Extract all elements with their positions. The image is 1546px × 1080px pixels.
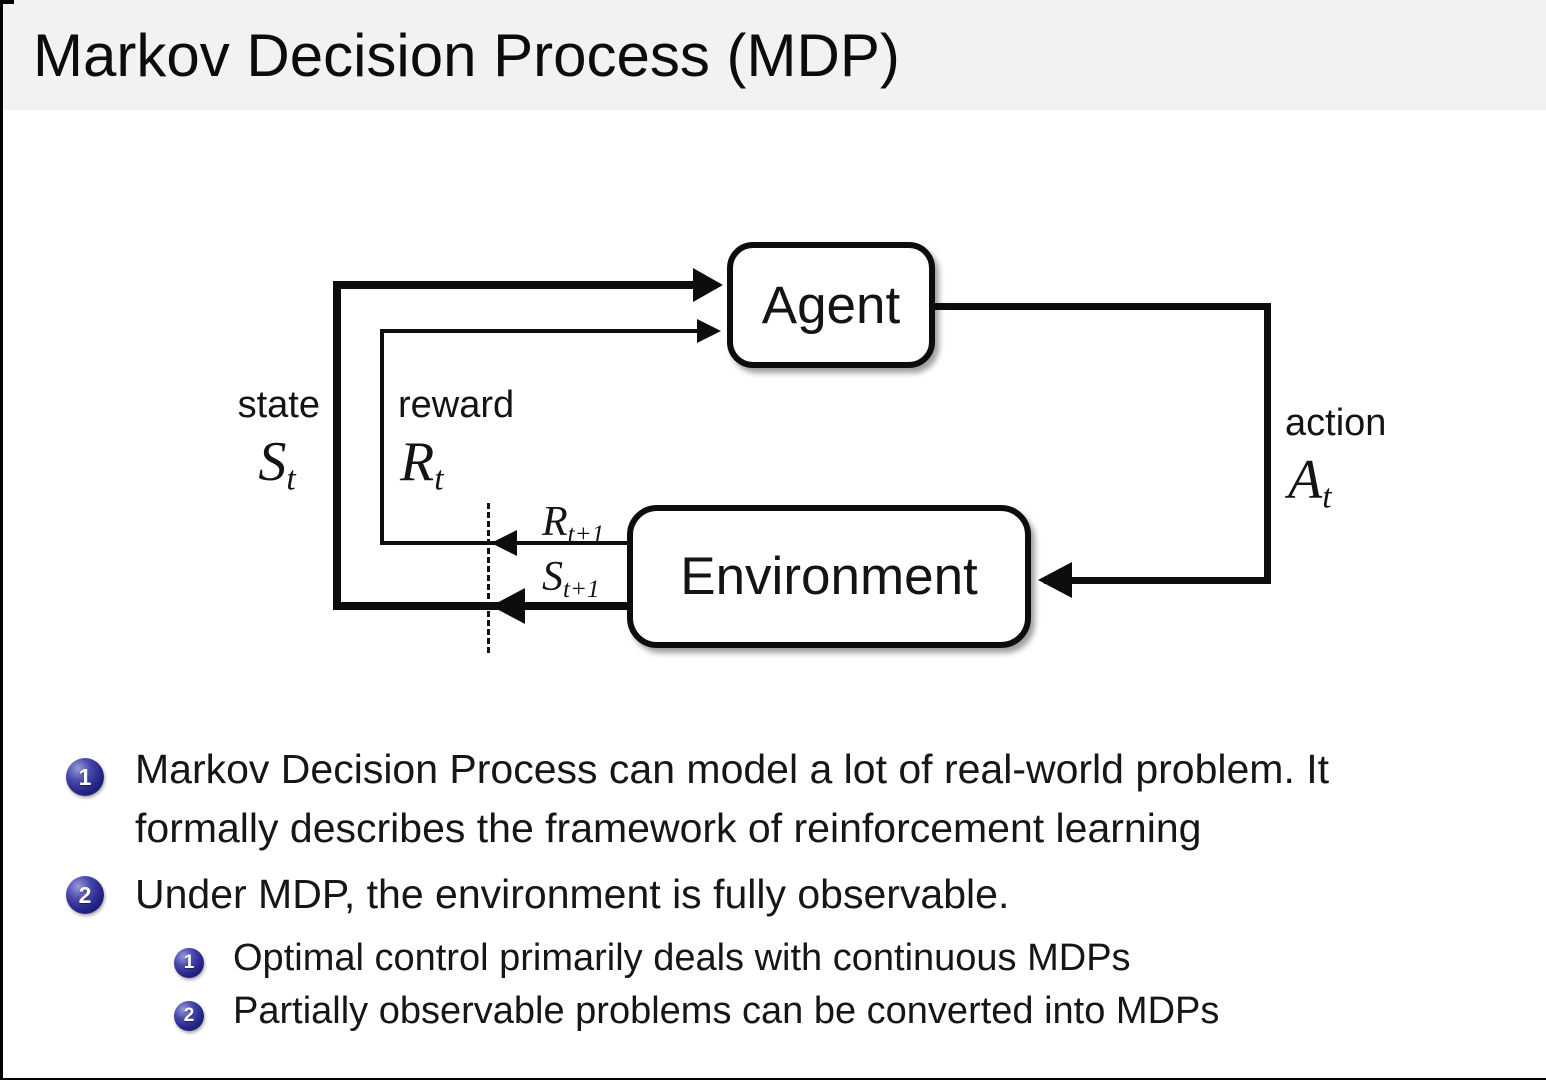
bullet-2-line-1: Under MDP, the environment is fully obse… [135, 871, 1010, 917]
title-band: Markov Decision Process (MDP) [0, 0, 1546, 110]
action-line-bottom [1044, 577, 1271, 584]
bullet-2-number: 2 [78, 881, 92, 908]
action-symbol: At [1288, 448, 1332, 516]
bullet-2-marker: 2 [66, 876, 104, 914]
mdp-diagram: Agent Environment state St reward Rt Rt+… [222, 242, 1387, 653]
next-reward-symbol-subscript: t+1 [567, 521, 605, 549]
bullet-1-marker: 1 [66, 758, 104, 796]
state-to-agent-arrowhead-icon [693, 268, 723, 302]
state-symbol-subscript: t [286, 460, 296, 498]
action-line-vertical [1264, 303, 1271, 584]
state-symbol: St [222, 430, 332, 498]
bullet-1-number: 1 [78, 763, 92, 790]
next-state-symbol-base: S [542, 554, 563, 600]
bullet-1-line-2: formally describes the framework of rein… [135, 805, 1202, 851]
state-line-vertical [333, 281, 341, 610]
next-reward-arrowhead-icon [491, 530, 517, 556]
reward-label: reward [398, 384, 515, 426]
state-label: state [237, 384, 320, 426]
next-reward-symbol-base: R [542, 499, 568, 545]
reward-to-agent-arrowhead-icon [697, 319, 721, 343]
bullet-1-line-1: Markov Decision Process can model a lot … [135, 746, 1330, 792]
reward-symbol-base: R [400, 431, 435, 493]
environment-box: Environment [627, 505, 1031, 648]
sub-bullet-1-text: Optimal control primarily deals with con… [233, 937, 1131, 979]
action-to-environment-arrowhead-icon [1038, 562, 1072, 598]
state-line-bottom [333, 602, 629, 610]
reward-line-top [380, 329, 700, 333]
timestep-boundary-dashed-line [487, 503, 490, 653]
agent-label: Agent [761, 275, 901, 335]
action-symbol-subscript: t [1322, 478, 1332, 516]
reward-symbol-subscript: t [434, 460, 444, 498]
state-symbol-base: S [258, 431, 287, 493]
next-state-symbol: St+1 [542, 553, 600, 604]
slide-left-border [0, 0, 3, 1080]
agent-box: Agent [727, 242, 935, 368]
page-title: Markov Decision Process (MDP) [33, 22, 900, 89]
reward-symbol: Rt [400, 430, 444, 498]
sub-bullet-2-number: 2 [183, 1005, 195, 1026]
action-label: action [1285, 402, 1387, 444]
reward-line-vertical [380, 329, 384, 545]
action-line-top [935, 303, 1271, 310]
sub-bullet-2-marker: 2 [174, 1001, 204, 1031]
next-state-arrowhead-icon [491, 588, 525, 624]
environment-label: Environment [680, 547, 978, 606]
sub-bullet-1-number: 1 [183, 952, 195, 973]
state-line-top [333, 281, 697, 289]
action-symbol-base: A [1288, 449, 1323, 511]
slide-top-left-corner-mark [0, 0, 14, 4]
sub-bullet-2-text: Partially observable problems can be con… [233, 990, 1220, 1032]
sub-bullet-1-marker: 1 [174, 948, 204, 978]
next-state-symbol-subscript: t+1 [563, 576, 600, 604]
next-reward-symbol: Rt+1 [542, 498, 604, 549]
slide-bottom-border [0, 1078, 1546, 1080]
